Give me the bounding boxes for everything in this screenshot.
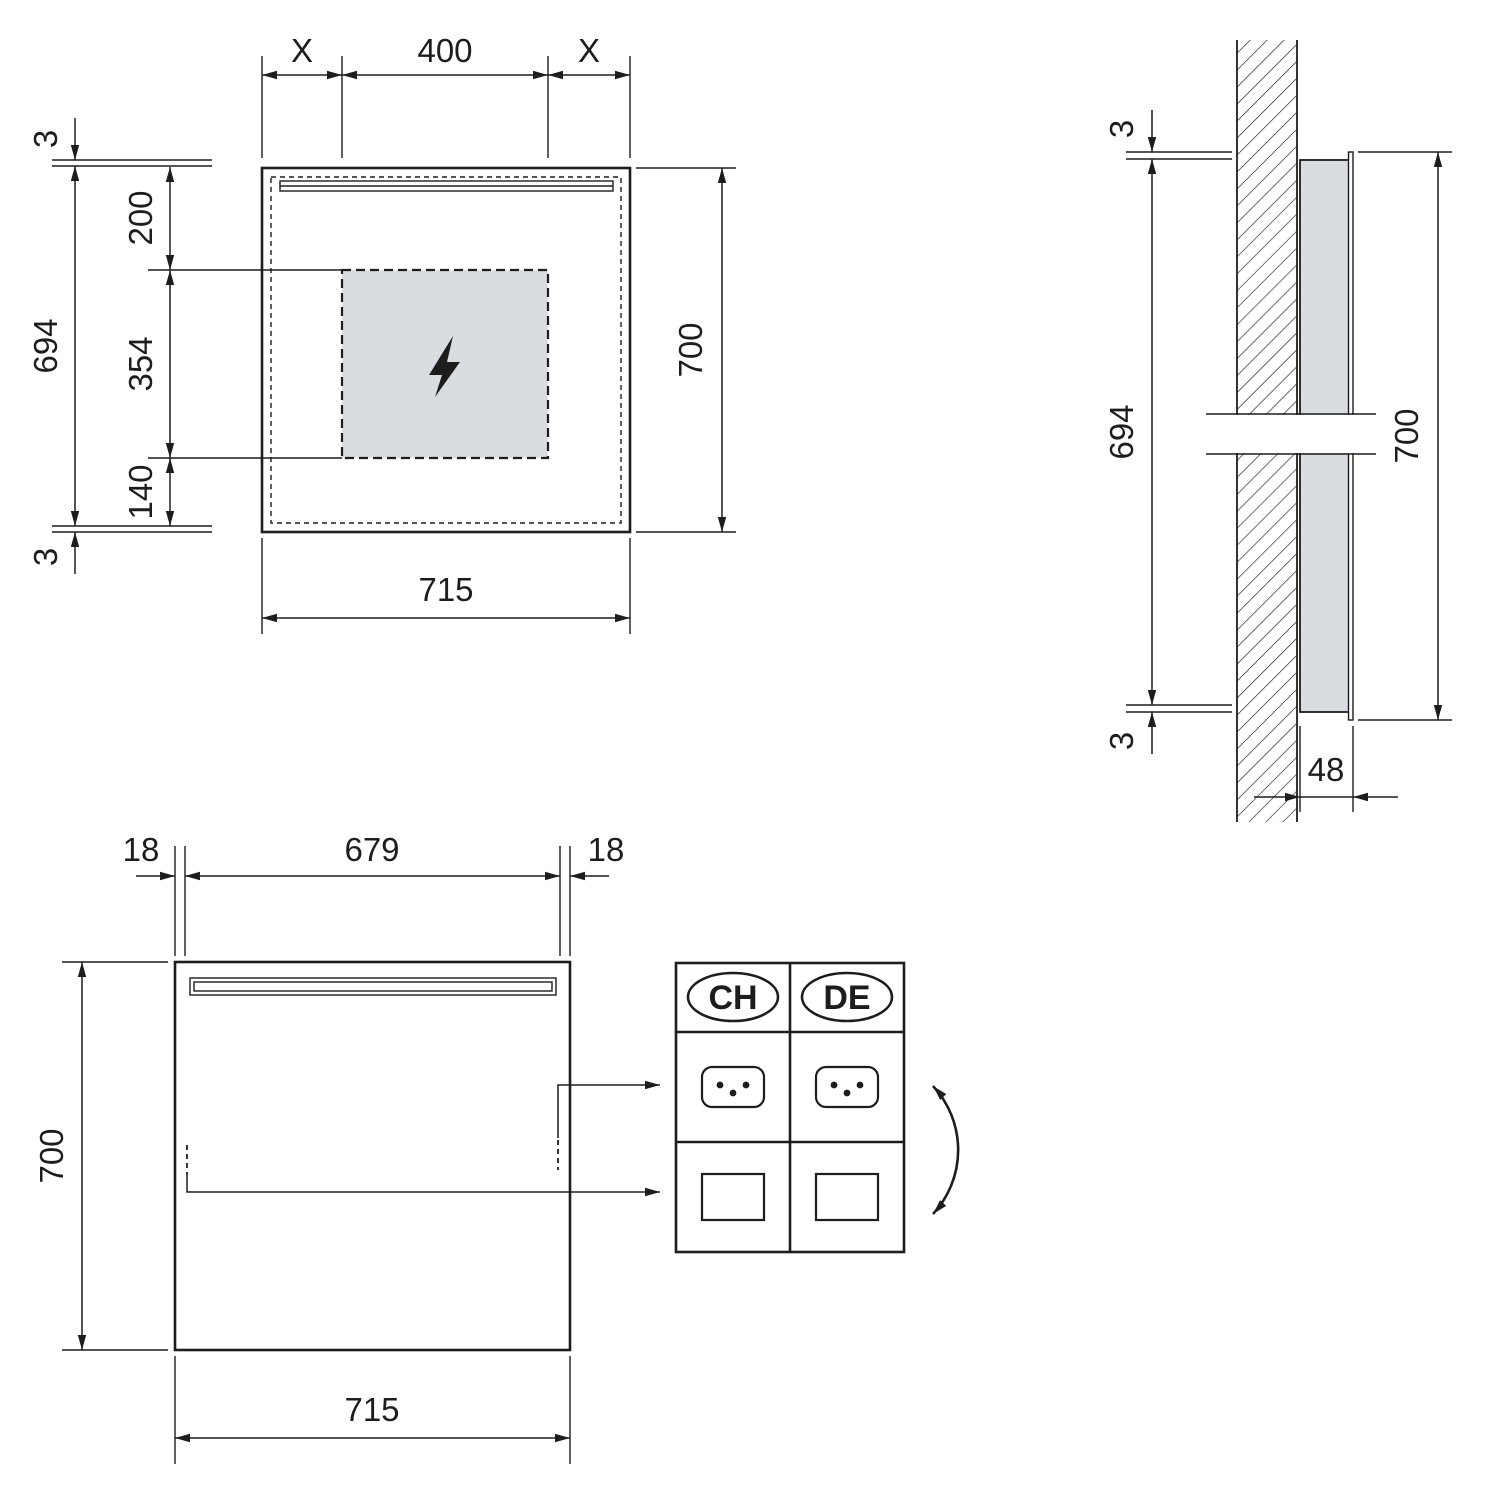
socket-pin [716,1081,724,1089]
dim-label-48: 48 [1308,751,1345,788]
dim-label-3-top: 3 [27,130,64,148]
de-badge [800,971,894,1023]
socket-pin [856,1081,864,1089]
dim-label-679: 679 [344,831,399,868]
socket-pin [830,1081,838,1089]
dim-label-200: 200 [122,190,159,245]
dim-label-400: 400 [417,32,472,69]
light-strip-inner [193,981,553,992]
dim-label-715: 715 [418,571,473,608]
dim-label-3-top: 3 [1103,120,1140,138]
ch-label: CH [708,979,757,1017]
dim-label-x-right: X [578,32,600,69]
blank-module-ch [700,1172,766,1222]
dim-label-700: 700 [1388,408,1425,463]
socket-pin [742,1081,750,1089]
dim-label-700: 700 [33,1128,70,1183]
leader-blank-row [186,1175,660,1197]
dim-label-354: 354 [122,336,159,391]
dim-label-x-left: X [291,32,313,69]
socket-variant-panel: CH DE [674,961,960,1254]
dim-label-694: 694 [27,318,64,373]
dim-label-140: 140 [122,464,159,519]
curved-double-arrow-icon [932,1085,960,1215]
leader-socket-row [557,1080,660,1138]
side-view: 3 694 3 700 48 [1103,40,1452,822]
socket-pin [729,1089,737,1097]
light-strip [189,977,557,996]
dim-label-18-right: 18 [588,831,625,868]
dim-label-3-bottom: 3 [27,548,64,566]
socket-face [700,1065,766,1109]
dim-label-715: 715 [344,1391,399,1428]
de-label: DE [823,979,870,1017]
dim-label-694: 694 [1103,404,1140,459]
front-product-view: 18 679 18 700 715 [33,831,660,1464]
socket-pin [843,1089,851,1097]
recess-dashed-outline [270,176,622,524]
lightning-bolt-icon [429,336,460,397]
socket-icon-de [814,1065,880,1109]
socket-face [814,1065,880,1109]
dim-label-3-bottom: 3 [1103,732,1140,750]
view-break-gap [1202,415,1378,453]
mirror-outline [173,960,572,1352]
dim-label-18-left: 18 [123,831,160,868]
front-installation-view: X 400 X 3 694 3 200 354 140 [27,32,736,634]
socket-icon-ch [700,1065,766,1109]
ch-badge [686,971,780,1023]
blank-module-de [814,1172,880,1222]
dim-label-700: 700 [672,322,709,377]
